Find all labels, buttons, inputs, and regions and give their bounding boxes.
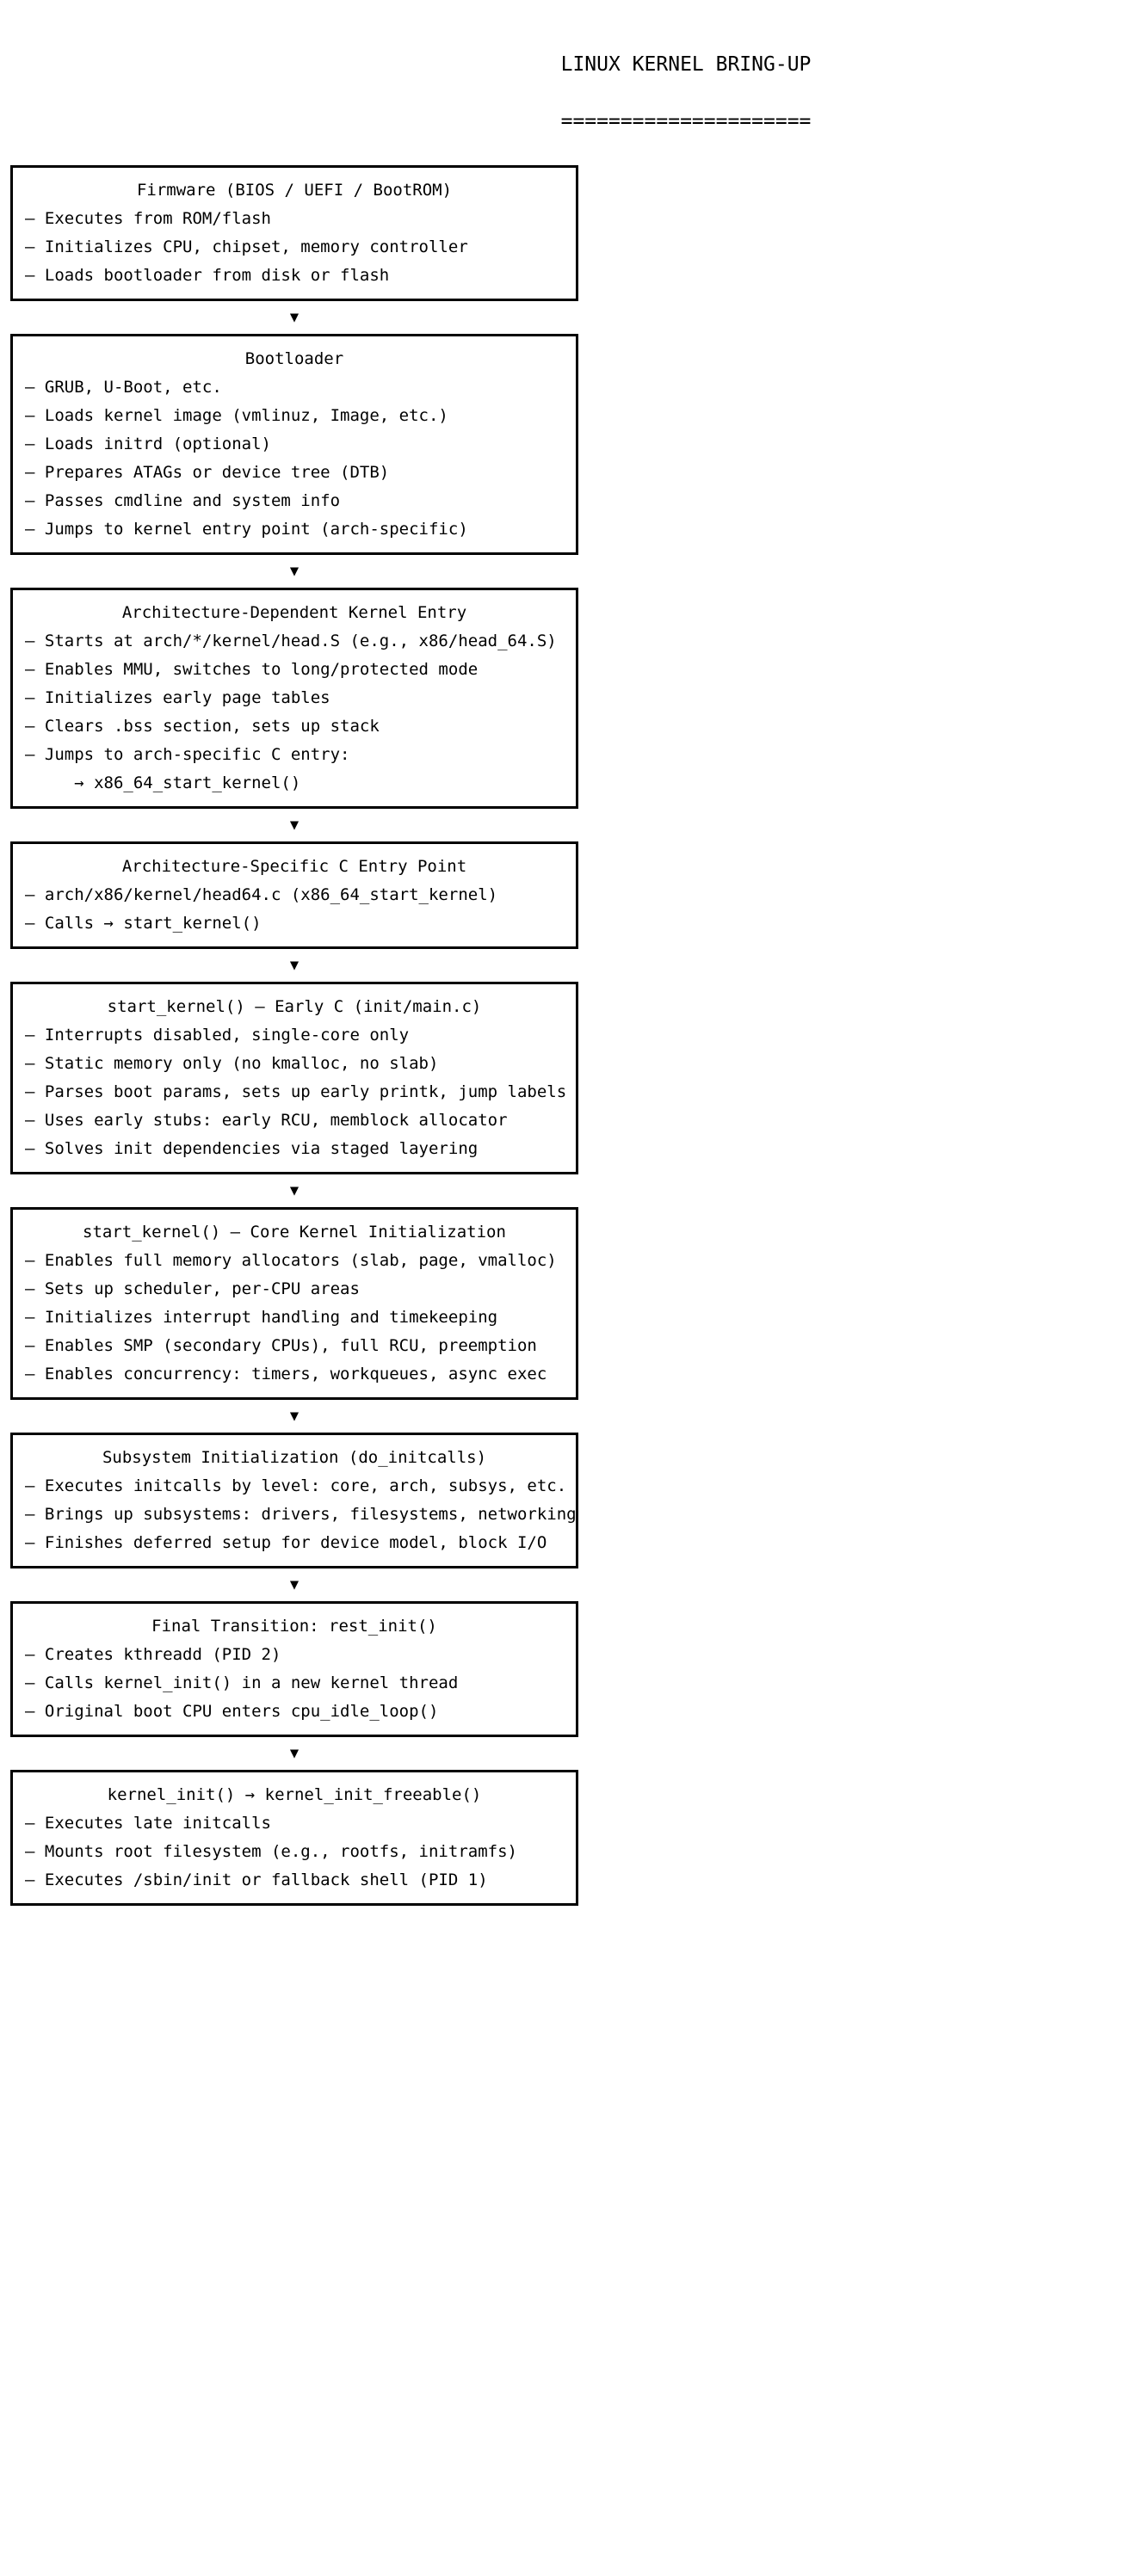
- flow-node-line: – Clears .bss section, sets up stack: [25, 717, 380, 736]
- flow-node-line: – Solves init dependencies via staged la…: [25, 1139, 479, 1158]
- flow-node-line: – Enables concurrency: timers, workqueue…: [25, 1365, 547, 1384]
- flow-node-bootloader: Bootloader – GRUB, U-Boot, etc. – Loads ke…: [10, 334, 578, 555]
- flow-node-line: – Mounts root filesystem (e.g., rootfs, …: [25, 1842, 517, 1861]
- arrow-down-icon: ▼: [289, 1745, 300, 1762]
- flow-node-lines: – Executes initcalls by level: core, arc…: [13, 1472, 577, 1557]
- flow-node-line: – Loads bootloader from disk or flash: [25, 266, 390, 285]
- flow-node-line: – Parses boot params, sets up early prin…: [25, 1082, 567, 1101]
- arrow-down-icon: ▼: [289, 1576, 300, 1593]
- flow-connector-arrow-down: ▼: [10, 1174, 578, 1207]
- flow-node-line: – Brings up subsystems: drivers, filesys…: [25, 1505, 577, 1524]
- flow-node-line: – arch/x86/kernel/head64.c (x86_64_start…: [25, 885, 498, 904]
- flow-node-lines: – Executes late initcalls – Mounts root f…: [13, 1809, 576, 1895]
- flow-node-line: – Enables full memory allocators (slab, …: [25, 1251, 557, 1270]
- arrow-down-icon: ▼: [289, 1408, 300, 1425]
- flow-node-line: – GRUB, U-Boot, etc.: [25, 378, 222, 397]
- flow-node-line: – Enables SMP (secondary CPUs), full RCU…: [25, 1336, 537, 1355]
- flow-connector-arrow-down: ▼: [10, 555, 578, 588]
- flowchart: Firmware (BIOS / UEFI / BootROM) – Execut…: [0, 165, 1124, 1926]
- arrow-down-icon: ▼: [289, 309, 300, 326]
- flow-node-line: – Loads initrd (optional): [25, 434, 271, 453]
- page-title: LINUX KERNEL BRING-UP: [560, 53, 812, 76]
- arrow-down-icon: ▼: [289, 563, 300, 580]
- flow-connector-arrow-down: ▼: [10, 809, 578, 841]
- arrow-down-icon: ▼: [289, 957, 300, 974]
- flow-node-lines: – Starts at arch/*/kernel/head.S (e.g., …: [13, 627, 576, 798]
- page-title-underline: =====================: [560, 110, 812, 132]
- flow-node-line: – Sets up scheduler, per-CPU areas: [25, 1279, 360, 1298]
- flow-connector-arrow-down: ▼: [10, 1568, 578, 1601]
- flow-node-line: – Creates kthreadd (PID 2): [25, 1645, 281, 1664]
- arrow-down-icon: ▼: [289, 817, 300, 834]
- flow-node-lines: – Enables full memory allocators (slab, …: [13, 1247, 576, 1389]
- flow-node-final-transition-rest-init: Final Transition: rest_init() – Creates k…: [10, 1601, 578, 1737]
- flow-node-lines: – Interrupts disabled, single-core only –…: [13, 1021, 576, 1163]
- flow-node-line: – Original boot CPU enters cpu_idle_loop…: [25, 1702, 439, 1721]
- flow-node-arch-dependent-kernel-entry: Architecture-Dependent Kernel Entry – Sta…: [10, 588, 578, 809]
- flow-node-heading: Subsystem Initialization (do_initcalls): [102, 1448, 487, 1467]
- flowchart-nodes: Firmware (BIOS / UEFI / BootROM) – Execut…: [10, 165, 578, 1906]
- flow-node-arch-specific-c-entry: Architecture-Specific C Entry Point – arc…: [10, 841, 578, 949]
- flow-node-line: – Passes cmdline and system info: [25, 491, 341, 510]
- flow-node-line: – Uses early stubs: early RCU, memblock …: [25, 1111, 508, 1130]
- flow-node-heading: Firmware (BIOS / UEFI / BootROM): [136, 181, 453, 200]
- page-title-block: LINUX KERNEL BRING-UP ==================…: [0, 0, 1124, 165]
- flow-node-line: – Executes initcalls by level: core, arc…: [25, 1476, 567, 1495]
- flow-node-line: – Interrupts disabled, single-core only: [25, 1026, 410, 1045]
- flow-connector-arrow-down: ▼: [10, 1400, 578, 1433]
- arrow-down-icon: ▼: [289, 1182, 300, 1199]
- flow-node-heading: start_kernel() – Core Kernel Initializat…: [83, 1223, 506, 1242]
- flow-node-line: – Static memory only (no kmalloc, no sla…: [25, 1054, 439, 1073]
- flow-connector-arrow-down: ▼: [10, 949, 578, 982]
- flow-node-line: – Executes /sbin/init or fallback shell …: [25, 1870, 488, 1889]
- flow-node-line: – Prepares ATAGs or device tree (DTB): [25, 463, 390, 482]
- flow-node-start-kernel-core-init: start_kernel() – Core Kernel Initializat…: [10, 1207, 578, 1400]
- flow-node-line: – Initializes interrupt handling and tim…: [25, 1308, 498, 1327]
- flow-node-line: – Calls kernel_init() in a new kernel th…: [25, 1673, 459, 1692]
- flow-node-heading: kernel_init() → kernel_init_freeable(): [107, 1785, 482, 1804]
- flow-node-heading: Final Transition: rest_init(): [151, 1617, 437, 1636]
- flow-node-start-kernel-early-c: start_kernel() – Early C (init/main.c) – …: [10, 982, 578, 1174]
- flow-node-heading: Bootloader: [244, 349, 344, 368]
- flow-node-line: – Finishes deferred setup for device mod…: [25, 1533, 547, 1552]
- flow-node-line: – Enables MMU, switches to long/protecte…: [25, 660, 479, 679]
- flow-node-line: – Jumps to kernel entry point (arch-spec…: [25, 520, 468, 539]
- flow-node-heading: Architecture-Dependent Kernel Entry: [121, 603, 467, 622]
- flow-node-lines: – Creates kthreadd (PID 2) – Calls kernel…: [13, 1641, 576, 1726]
- flow-node-line: – Loads kernel image (vmlinuz, Image, et…: [25, 406, 448, 425]
- flow-node-line: – Initializes early page tables: [25, 688, 330, 707]
- flow-node-kernel-init-freeable: kernel_init() → kernel_init_freeable() – …: [10, 1770, 578, 1906]
- flow-node-line: – Jumps to arch-specific C entry:: [25, 745, 350, 764]
- flow-node-lines: – arch/x86/kernel/head64.c (x86_64_start…: [13, 881, 576, 938]
- flow-node-lines: – GRUB, U-Boot, etc. – Loads kernel image…: [13, 373, 576, 544]
- flow-connector-arrow-down: ▼: [10, 301, 578, 334]
- flow-connector-arrow-down: ▼: [10, 1737, 578, 1770]
- flow-node-line: – Executes late initcalls: [25, 1814, 271, 1833]
- flow-node-line: – Initializes CPU, chipset, memory contr…: [25, 237, 468, 256]
- flow-node-heading: start_kernel() – Early C (init/main.c): [107, 997, 482, 1016]
- flow-node-heading: Architecture-Specific C Entry Point: [121, 857, 467, 876]
- flow-node-line: – Starts at arch/*/kernel/head.S (e.g., …: [25, 632, 557, 650]
- flow-node-line: – Executes from ROM/flash: [25, 209, 271, 228]
- flow-node-line: – Calls → start_kernel(): [25, 914, 262, 933]
- flow-node-firmware: Firmware (BIOS / UEFI / BootROM) – Execut…: [10, 165, 578, 301]
- flow-node-lines: – Executes from ROM/flash – Initializes C…: [13, 205, 576, 290]
- flow-node-subsystem-initialization: Subsystem Initialization (do_initcalls) –…: [10, 1433, 578, 1568]
- flow-node-line: → x86_64_start_kernel(): [25, 773, 301, 792]
